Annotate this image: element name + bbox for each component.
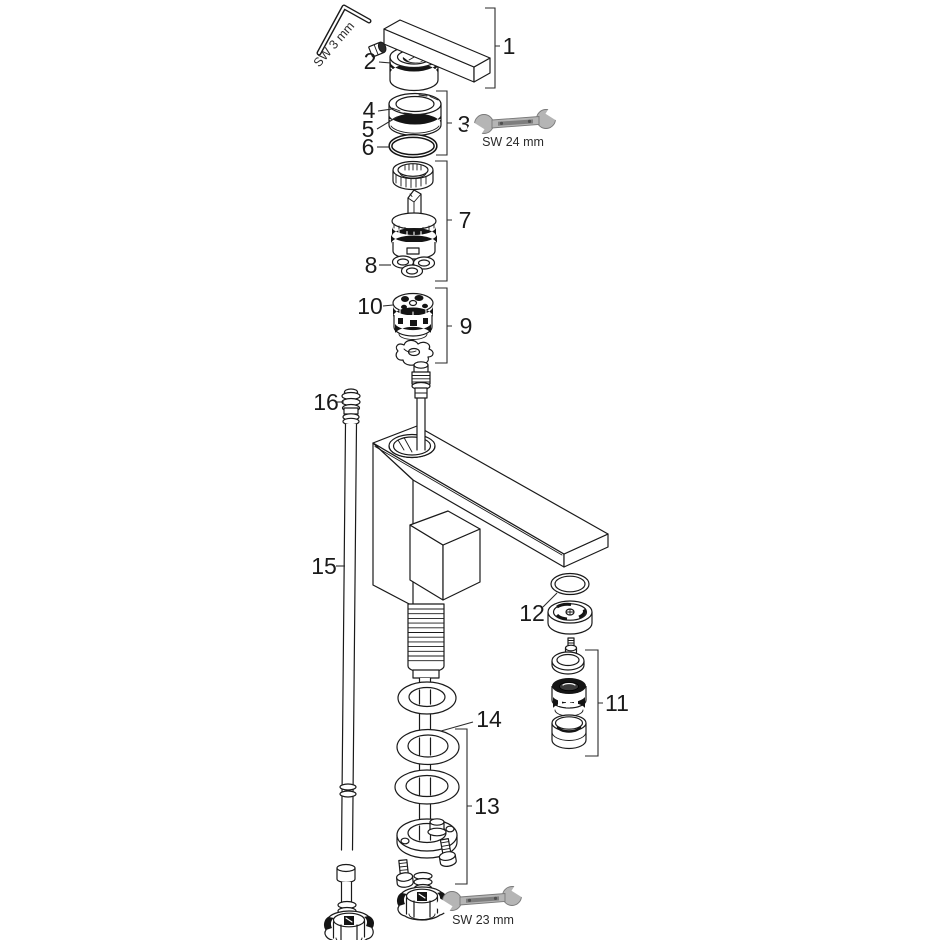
washer-2 (396, 728, 460, 766)
body-base-block (409, 510, 481, 601)
aerator-insert (551, 678, 587, 717)
bracket-part-3 (436, 90, 452, 156)
wrench-23-size-label: SW 23 mm (452, 913, 514, 927)
aerator-washer (551, 651, 585, 675)
bracket-part-11 (585, 649, 603, 757)
body-hole-front-rim (388, 445, 436, 459)
part-label-9: 9 (460, 313, 473, 339)
aerator-housing (551, 714, 587, 750)
wrench-24-size-label: SW 24 mm (482, 135, 544, 149)
threaded-shank (407, 603, 445, 679)
wrench-23-icon (434, 882, 530, 915)
o-ring-spout (550, 572, 590, 596)
bracket-part-13 (455, 728, 472, 885)
bracket-part-7 (435, 160, 452, 282)
part-label-8: 8 (365, 252, 378, 278)
part-label-3: 3 (458, 111, 471, 137)
flow-restrictor (547, 600, 593, 635)
part-label-4: 4 (363, 97, 376, 123)
retaining-ring (392, 160, 434, 191)
part-label-1: 1 (503, 33, 516, 59)
cartridge-nut (388, 92, 442, 137)
part-label-13: 13 (474, 793, 500, 819)
bracket-part-9 (435, 287, 452, 364)
washer-3 (394, 769, 460, 805)
part-label-2: 2 (364, 48, 377, 74)
part-label-7: 7 (459, 207, 472, 233)
handle-lever (383, 19, 491, 83)
retainer-star (395, 339, 434, 366)
wrench-24-icon (466, 105, 564, 138)
seal-set (391, 255, 436, 278)
flow-regulator (392, 292, 434, 340)
cartridge (391, 189, 437, 260)
washer-1 (397, 681, 457, 715)
part-label-14: 14 (476, 706, 502, 732)
part-label-6: 6 (362, 134, 375, 160)
bracket-part-1 (485, 7, 500, 89)
part-label-16: 16 (313, 389, 339, 415)
part-label-11: 11 (605, 690, 629, 716)
part-label-5: 5 (362, 116, 375, 142)
part-label-12: 12 (519, 600, 545, 626)
connection-rod (411, 361, 431, 451)
supply-hose-left (323, 388, 375, 940)
leader-lines (336, 61, 558, 732)
part-label-15: 15 (311, 553, 337, 579)
union-nut-left (323, 910, 375, 940)
o-ring-top (388, 133, 438, 159)
part-label-10: 10 (357, 293, 383, 319)
set-screw (368, 41, 387, 58)
cap-nut (427, 818, 447, 837)
